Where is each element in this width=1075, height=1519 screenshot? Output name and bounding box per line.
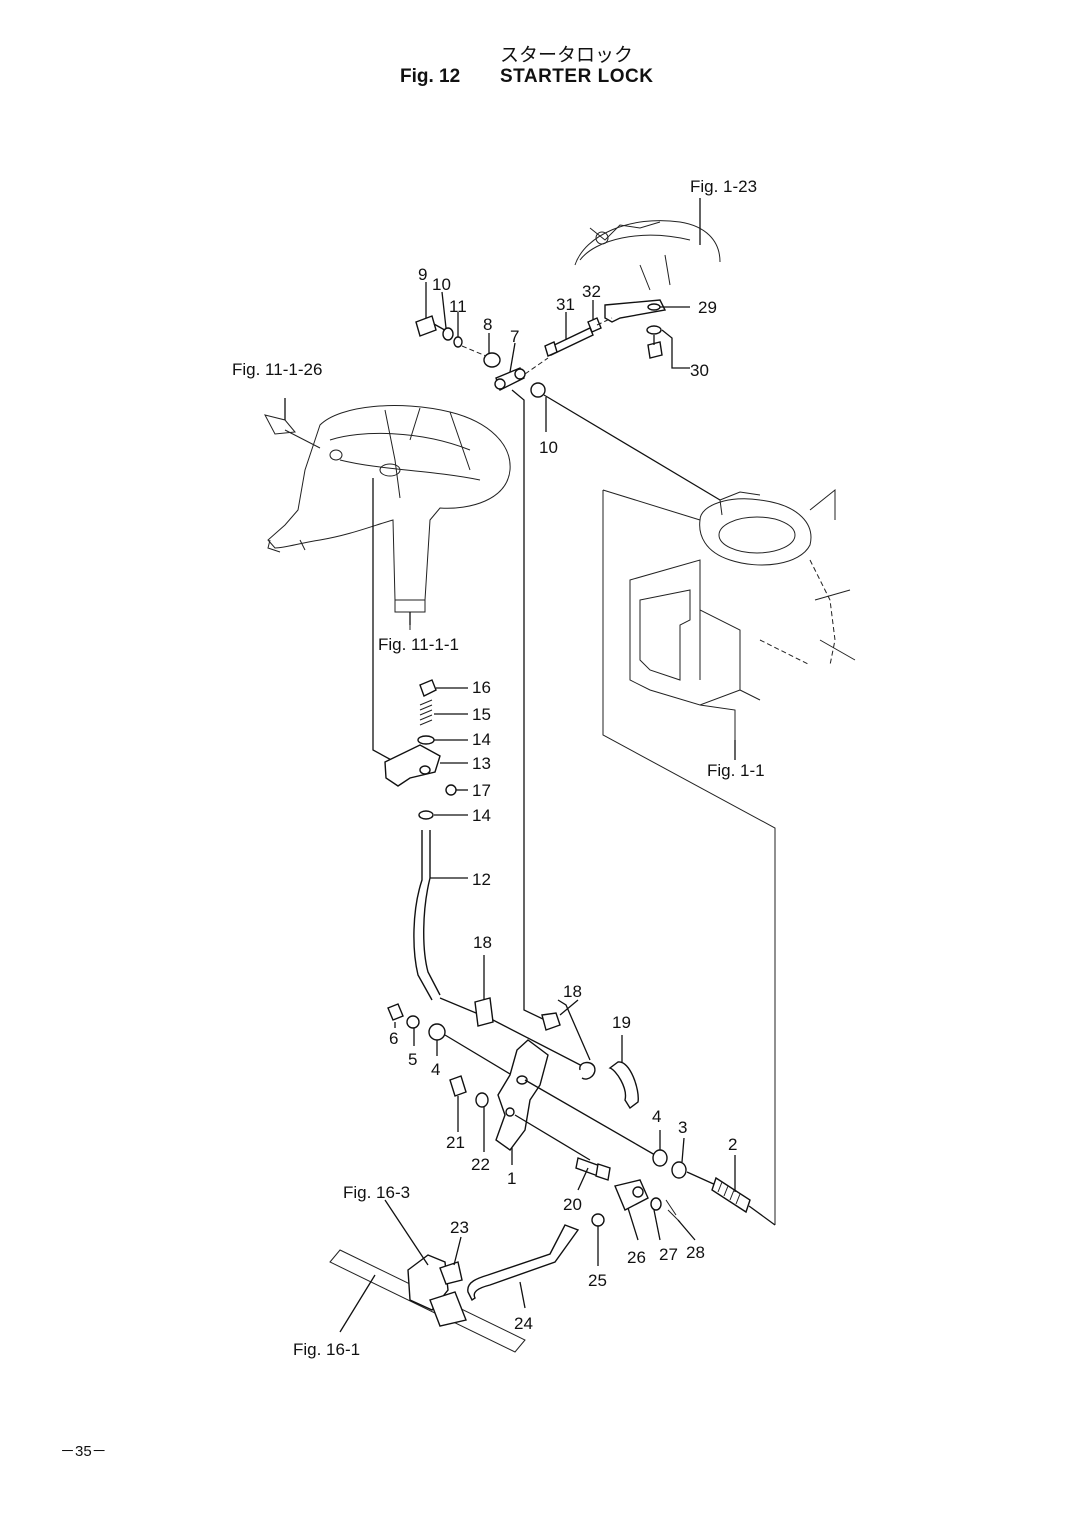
callout-6: 6 — [389, 1029, 398, 1048]
ref-fig-1-1: Fig. 1-1 — [707, 761, 765, 780]
lever-part-1 — [387, 1003, 656, 1161]
flywheel-cover-drawing — [574, 198, 721, 291]
linkage-top-parts — [415, 315, 721, 1021]
callout-3: 3 — [678, 1118, 687, 1137]
figure-number: Fig. 12 — [400, 66, 461, 87]
callout-18-left: 18 — [473, 933, 492, 952]
bolt-part-31 — [544, 317, 613, 357]
callout-16: 16 — [472, 678, 491, 697]
joint-parts — [575, 1157, 696, 1266]
callout-23: 23 — [450, 1218, 469, 1237]
bracket-part-29 — [604, 299, 690, 369]
callout-19: 19 — [612, 1013, 631, 1032]
callout-31: 31 — [556, 295, 575, 314]
callout-8: 8 — [483, 315, 492, 334]
callout-24: 24 — [514, 1314, 533, 1333]
ref-fig-16-3: Fig. 16-3 — [343, 1183, 410, 1202]
page-title-japanese: スタータロック — [500, 44, 634, 66]
reference-leaders — [284, 198, 736, 760]
nut-washer-parts — [449, 1075, 489, 1108]
callout-18-right: 18 — [563, 982, 582, 1001]
ref-fig-11-1-26: Fig. 11-1-26 — [232, 360, 322, 379]
callout-29: 29 — [698, 298, 717, 317]
ref-fig-16-1: Fig. 16-1 — [293, 1340, 360, 1359]
lower-unit-housing-drawing — [264, 405, 511, 763]
callout-10-bottom: 10 — [539, 438, 558, 457]
callout-1: 1 — [507, 1169, 516, 1188]
callout-11: 11 — [449, 297, 467, 316]
callout-20: 20 — [563, 1195, 582, 1214]
callout-30: 30 — [690, 361, 709, 380]
callout-27: 27 — [659, 1245, 678, 1264]
rod-part-12 — [413, 830, 489, 1019]
callout-25: 25 — [588, 1271, 607, 1290]
callout-4-right: 4 — [652, 1107, 661, 1126]
callout-26: 26 — [627, 1248, 646, 1267]
ref-fig-1-23: Fig. 1-23 — [690, 177, 757, 196]
callout-14-bottom: 14 — [472, 806, 491, 825]
callout-32: 32 — [582, 282, 601, 301]
engine-block-drawing — [602, 488, 856, 1225]
callout-17: 17 — [472, 781, 491, 800]
callout-leaders — [394, 282, 736, 1192]
rod-part-24 — [467, 1224, 580, 1309]
clamp-part-18 — [474, 955, 591, 1071]
callout-15: 15 — [472, 705, 491, 724]
callout-10-top: 10 — [432, 275, 451, 294]
clamp-parts-18-19 — [541, 999, 639, 1110]
callout-5: 5 — [408, 1050, 417, 1069]
callout-9: 9 — [418, 265, 427, 284]
page-title: STARTER LOCK — [500, 66, 654, 87]
control-shaft-drawing — [329, 1199, 526, 1353]
callout-2: 2 — [728, 1135, 737, 1154]
callout-28: 28 — [686, 1243, 705, 1262]
callout-4-left: 4 — [431, 1060, 440, 1079]
callout-13: 13 — [472, 754, 491, 773]
spring-stack-parts — [384, 679, 468, 820]
ref-fig-11-1-1: Fig. 11-1-1 — [378, 635, 459, 654]
page-number: －35－ — [60, 1443, 107, 1460]
callout-21: 21 — [446, 1133, 465, 1152]
callout-7: 7 — [510, 327, 519, 346]
callout-22: 22 — [471, 1155, 490, 1174]
callout-12: 12 — [472, 870, 491, 889]
callout-14-top: 14 — [472, 730, 491, 749]
